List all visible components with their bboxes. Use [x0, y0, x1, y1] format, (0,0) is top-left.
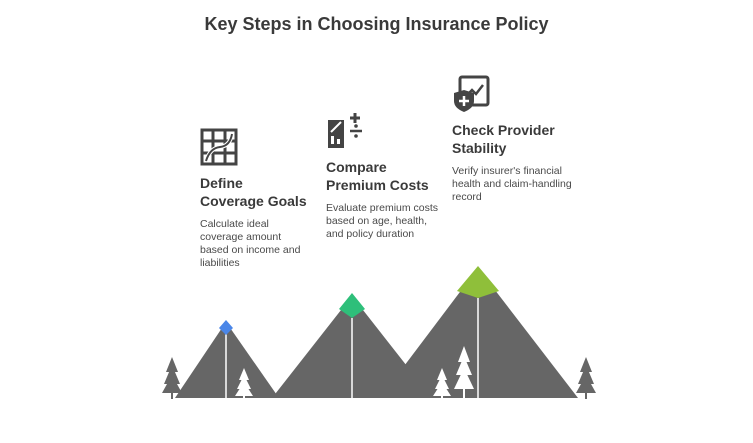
peak-marker-3 — [457, 266, 499, 298]
tree-white-2 — [433, 368, 451, 399]
step-description: Verify insurer's financial health and cl… — [452, 165, 572, 203]
peak-marker-1 — [219, 320, 233, 335]
step-heading: Define Coverage Goals — [200, 175, 307, 209]
step-heading: Check Provider Stability — [452, 122, 555, 156]
tree-white-3 — [454, 346, 474, 399]
peak-marker-2 — [339, 293, 365, 318]
mountain-1 — [175, 320, 279, 398]
grid-map-icon — [200, 128, 238, 166]
step-check-provider: Check Provider Stability Verify insurer'… — [452, 75, 577, 204]
mountain-3 — [380, 266, 578, 398]
tree-left — [162, 357, 182, 399]
step-description: Evaluate premium costs based on age, hea… — [326, 202, 439, 240]
step-compare-premium: Compare Premium Costs Evaluate premium c… — [326, 112, 446, 241]
mountain-2 — [272, 293, 432, 398]
shield-chart-icon — [454, 75, 490, 112]
step-description: Calculate ideal coverage amount based on… — [200, 218, 301, 269]
calculator-icon — [328, 113, 362, 148]
diagram-title: Key Steps in Choosing Insurance Policy — [204, 14, 549, 34]
step-define-coverage: Define Coverage Goals Calculate ideal co… — [200, 128, 310, 270]
tree-right — [576, 357, 596, 399]
tree-white-1 — [235, 368, 253, 399]
step-heading: Compare Premium Costs — [326, 159, 429, 193]
